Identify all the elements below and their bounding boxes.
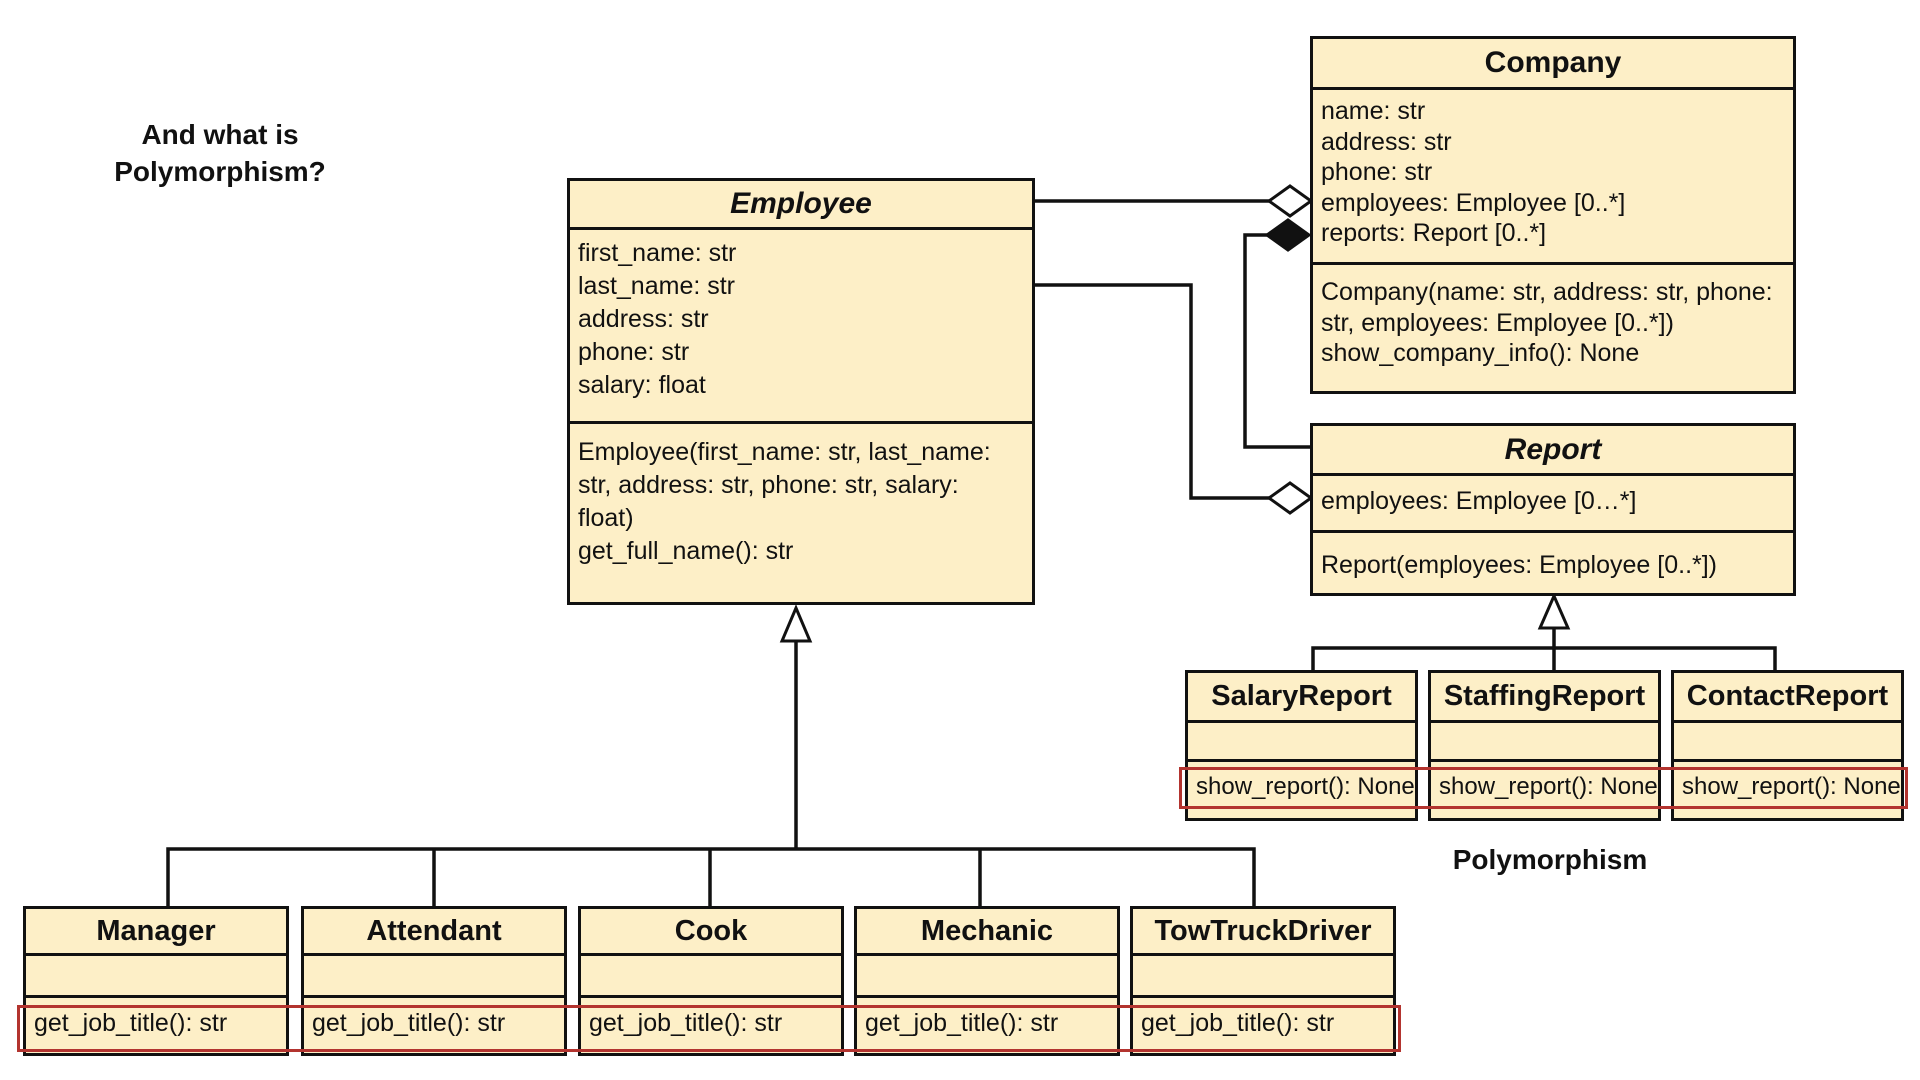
class-contact-report-name: ContactReport	[1674, 673, 1901, 723]
class-cook-attributes	[581, 956, 841, 998]
report-polymorphism-highlight	[1179, 767, 1908, 809]
class-mechanic-method: get_job_title(): str	[865, 1009, 1059, 1037]
employee-method: str, address: str, phone: str, salary:	[578, 471, 959, 499]
class-employee-attributes: first_name: str last_name: str address: …	[570, 230, 1032, 424]
company-attr: reports: Report [0..*]	[1321, 219, 1547, 247]
class-company-name: Company	[1313, 39, 1793, 90]
heading-line-2: Polymorphism?	[114, 156, 326, 187]
class-tow-truck-driver-attributes	[1133, 956, 1393, 998]
polymorphism-label: Polymorphism	[1452, 844, 1648, 875]
class-salary-report-attributes	[1188, 723, 1415, 762]
employee-method: get_full_name(): str	[578, 537, 794, 565]
class-report-methods: Report(employees: Employee [0..*])	[1313, 533, 1793, 586]
class-cook: Cook get_job_title(): str	[578, 906, 844, 1056]
class-staffing-report-name: StaffingReport	[1431, 673, 1658, 723]
company-attr: employees: Employee [0..*]	[1321, 188, 1626, 217]
employee-attr: last_name: str	[578, 272, 736, 300]
diagram-heading: And what is Polymorphism?	[95, 116, 345, 190]
employee-attr: salary: float	[578, 371, 706, 399]
heading-line-1: And what is	[141, 119, 299, 150]
company-method: show_company_info(): None	[1321, 339, 1640, 367]
class-employee: Employee first_name: str last_name: str …	[567, 178, 1035, 605]
class-attendant-method: get_job_title(): str	[312, 1009, 506, 1037]
class-salary-report-name: SalaryReport	[1188, 673, 1415, 723]
class-staffing-report-attributes	[1431, 723, 1658, 762]
class-mechanic-name: Mechanic	[857, 909, 1117, 956]
company-method: str, employees: Employee [0..*])	[1321, 308, 1674, 337]
company-attr: phone: str	[1321, 158, 1433, 186]
class-attendant-name: Attendant	[304, 909, 564, 956]
inheritance-arrow-employee	[779, 604, 813, 643]
employee-attr: address: str	[578, 305, 709, 333]
class-staffing-report-method: show_report(): None	[1439, 773, 1658, 800]
class-manager-attributes	[26, 956, 286, 998]
company-attr: name: str	[1321, 97, 1426, 125]
class-contact-report: ContactReport show_report(): None	[1671, 670, 1904, 821]
report-attr: employees: Employee [0…*]	[1321, 487, 1637, 515]
report-inheritance-bus	[1311, 646, 1777, 672]
class-mechanic: Mechanic get_job_title(): str	[854, 906, 1120, 1056]
class-staffing-report: StaffingReport show_report(): None	[1428, 670, 1661, 821]
class-cook-method: get_job_title(): str	[589, 1009, 783, 1037]
aggregation-diamond-report	[1266, 481, 1314, 515]
company-report-composition-line	[1243, 233, 1310, 449]
class-company-methods: Company(name: str, address: str, phone: …	[1313, 265, 1793, 373]
class-tow-truck-driver: TowTruckDriver get_job_title(): str	[1130, 906, 1396, 1056]
class-cook-name: Cook	[581, 909, 841, 956]
employee-method: Employee(first_name: str, last_name:	[578, 438, 991, 466]
class-company-attributes: name: str address: str phone: str employ…	[1313, 90, 1793, 265]
class-salary-report-method: show_report(): None	[1196, 773, 1415, 800]
composition-diamond-company	[1264, 218, 1312, 252]
class-report-name: Report	[1313, 426, 1793, 476]
class-report: Report employees: Employee [0…*] Report(…	[1310, 423, 1796, 596]
employee-attr: first_name: str	[578, 239, 737, 267]
employee-report-aggregation-line	[1033, 283, 1270, 500]
class-employee-methods: Employee(first_name: str, last_name: str…	[570, 424, 1032, 572]
class-company: Company name: str address: str phone: st…	[1310, 36, 1796, 394]
class-report-attributes: employees: Employee [0…*]	[1313, 476, 1793, 533]
class-mechanic-attributes	[857, 956, 1117, 998]
report-method: Report(employees: Employee [0..*])	[1321, 551, 1718, 579]
class-employee-name: Employee	[570, 181, 1032, 230]
class-tow-truck-driver-method: get_job_title(): str	[1141, 1009, 1335, 1037]
class-tow-truck-driver-name: TowTruckDriver	[1133, 909, 1393, 956]
class-manager-name: Manager	[26, 909, 286, 956]
class-salary-report: SalaryReport show_report(): None	[1185, 670, 1418, 821]
employee-method: float)	[578, 504, 634, 532]
company-attr: address: str	[1321, 127, 1452, 156]
class-contact-report-attributes	[1674, 723, 1901, 762]
class-attendant-attributes	[304, 956, 564, 998]
inheritance-arrow-report	[1537, 592, 1571, 630]
company-method: Company(name: str, address: str, phone:	[1321, 278, 1773, 306]
class-manager: Manager get_job_title(): str	[23, 906, 289, 1056]
aggregation-diamond-company	[1266, 184, 1314, 218]
employee-attr: phone: str	[578, 338, 690, 366]
class-contact-report-method: show_report(): None	[1682, 773, 1901, 800]
class-manager-method: get_job_title(): str	[34, 1009, 228, 1037]
class-attendant: Attendant get_job_title(): str	[301, 906, 567, 1056]
employee-polymorphism-highlight	[17, 1005, 1401, 1052]
